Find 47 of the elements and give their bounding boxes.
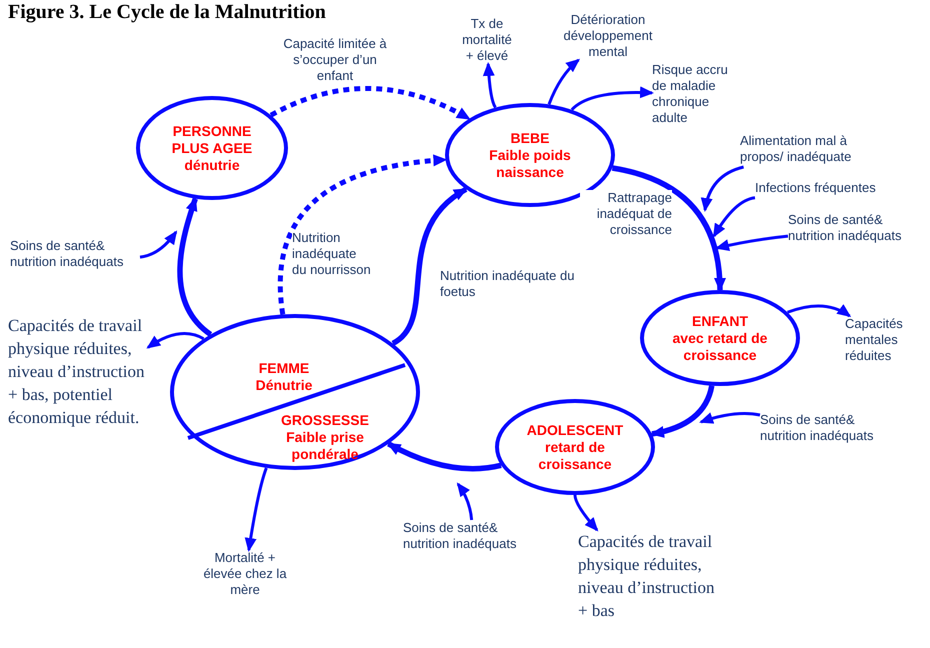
arrow — [391, 186, 468, 346]
stage-label: BEBE — [510, 130, 550, 146]
arrow — [548, 58, 580, 105]
stage-label: Faible poids naissance — [488, 146, 572, 180]
arrow — [787, 304, 852, 318]
stage-ellipse — [136, 96, 288, 200]
dashed-arrow — [270, 86, 471, 121]
arrow — [650, 385, 714, 438]
factor-text: Infections fréquentes — [755, 180, 915, 198]
factor-text: Tx de mortalité + élevé — [458, 16, 516, 64]
split-ellipse — [170, 314, 420, 470]
arrow — [140, 230, 178, 259]
arrow — [570, 86, 654, 111]
outcome-text: Capacités de travail physique réduites, niveau d’instruction + bas — [578, 530, 718, 646]
stage-ellipse — [640, 290, 800, 386]
factor-text: Soins de santé& nutrition inadéquats — [10, 238, 140, 290]
factor-text: Capacités mentales réduites — [845, 316, 925, 368]
factor-text: Mortalité + élevée chez la mère — [200, 550, 290, 600]
arrow — [574, 494, 598, 532]
arrow — [701, 166, 744, 212]
figure-title: Figure 3. Le Cycle de la Malnutrition — [8, 0, 326, 24]
outcome-text: Capacités de travail physique réduites, niveau d’instruction + bas, potentiel économique réduit. — [8, 314, 148, 479]
factor-text: Soins de santé& nutrition inadéquats — [788, 212, 930, 246]
arrow — [712, 196, 756, 238]
stage-label: GROSSESSE Faible prise pondérale — [280, 412, 370, 463]
dashed-arrow — [278, 154, 448, 315]
stage-label: ENFANT — [691, 312, 749, 330]
stage-label: avec retard de croissance — [672, 330, 768, 364]
stage-label: PERSONNE PLUS AGEE dénutrie — [170, 122, 254, 174]
factor-text: Risque accru de maladie chronique adulte — [652, 62, 744, 128]
stage-ellipse — [495, 399, 655, 495]
stage-label: FEMME Dénutrie — [254, 360, 314, 394]
factor-text: Soins de santé& nutrition inadéquats — [403, 520, 543, 554]
arrow — [177, 196, 212, 337]
stage-label: retard de croissance — [537, 438, 613, 472]
arrow — [715, 234, 788, 252]
arrow — [146, 332, 204, 349]
stage-label: ADOLESCENT — [526, 422, 624, 438]
factor-text: Détérioration développement mental — [553, 12, 663, 60]
factor-text: Soins de santé& nutrition inadéquats — [760, 412, 900, 446]
factor-text: Alimentation mal à propos/ inadéquate — [740, 133, 890, 167]
arrow — [699, 412, 760, 424]
arrow — [482, 62, 497, 108]
arrow — [244, 467, 268, 552]
arrow — [612, 165, 726, 292]
arrow — [456, 482, 474, 520]
arrow — [386, 441, 502, 472]
